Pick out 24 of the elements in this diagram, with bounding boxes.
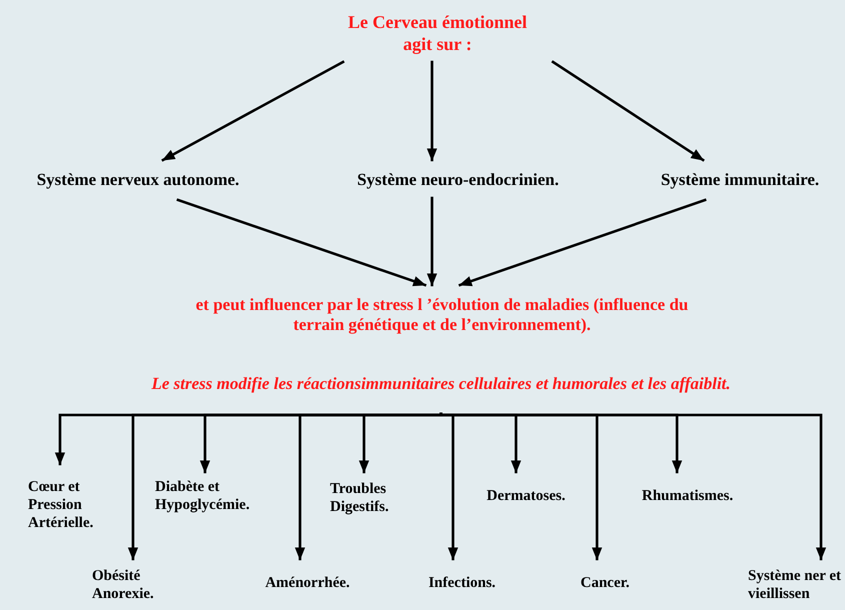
arrow <box>162 60 344 162</box>
system-label: Système immunitaire. <box>660 170 820 190</box>
system-label: Système neuro-endocrinien. <box>356 170 560 190</box>
arrow <box>458 198 706 286</box>
arrow <box>440 412 826 560</box>
disease-label: Cœur et Pression Artérielle. <box>28 478 94 532</box>
disease-label: Troubles Digestifs. <box>330 480 390 516</box>
disease-label: Infections. <box>427 574 497 592</box>
disease-label: Dermatoses. <box>486 487 566 505</box>
disease-label: Système ner et vieillissen <box>748 567 842 603</box>
disease-label: Obésité Anorexie. <box>92 567 155 603</box>
disease-label: Cancer. <box>579 574 631 592</box>
system-label: Système nerveux autonome. <box>36 170 240 190</box>
disease-label: Aménorrhée. <box>264 574 351 592</box>
arrow <box>426 196 438 286</box>
arrow <box>552 60 704 162</box>
heading: Le Cerveau émotionnel agit sur : <box>347 12 528 56</box>
arrow <box>176 198 426 286</box>
arrow <box>358 412 442 474</box>
disease-label: Rhumatismes. <box>640 487 734 505</box>
statement-text: Le stress modifie les réactionsimmunitaires cellulaires et humorales et les affaiblit. <box>150 374 732 394</box>
arrow <box>426 60 438 162</box>
disease-label: Diabète et Hypoglycémie. <box>155 478 251 514</box>
conclusion-text: et peut influencer par le stress l ’évolution de maladies (influence du terrain génétique et de l’environnement). <box>194 295 690 336</box>
